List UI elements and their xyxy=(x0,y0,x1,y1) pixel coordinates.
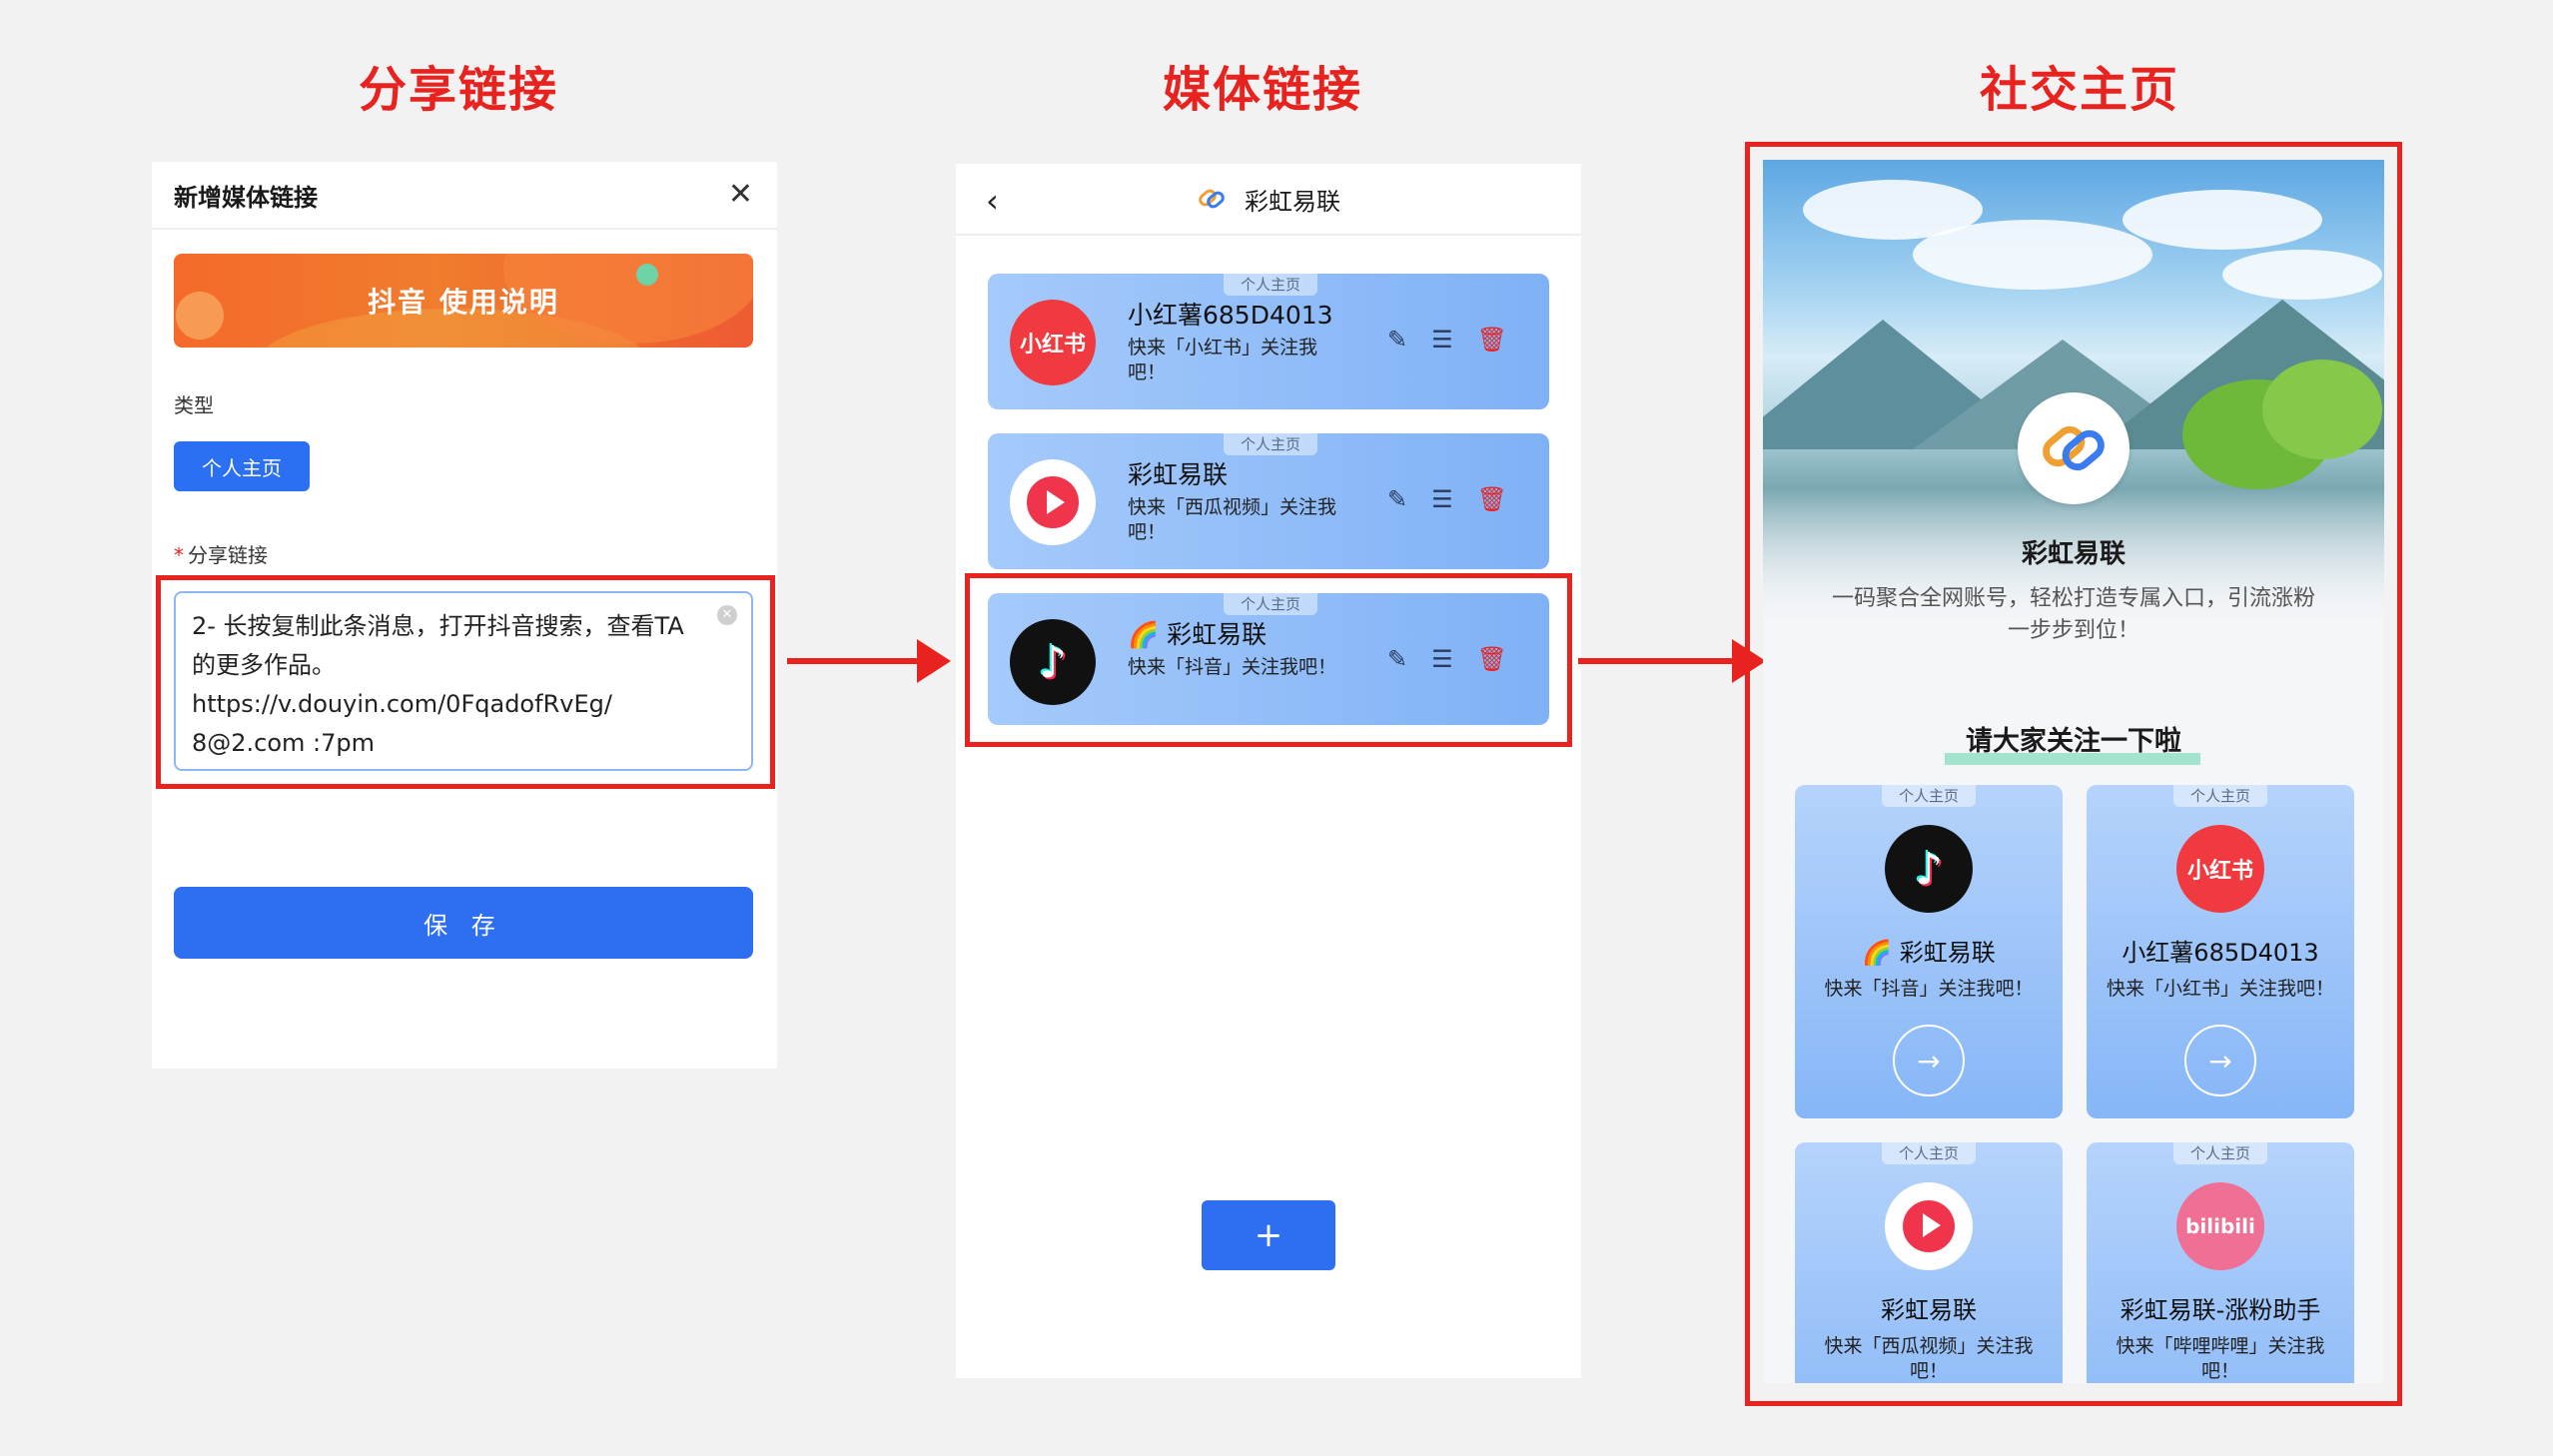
link-card-xigua[interactable]: 个人主页 彩虹易联 快来「西瓜视频」关注我吧！ ✎ ☰ 🗑 xyxy=(988,433,1549,569)
share-link-textarea[interactable]: 2- 长按复制此条消息，打开抖音搜索，查看TA 的更多作品。 https://v… xyxy=(174,591,753,771)
card-desc: 快来「西瓜视频」关注我吧！ xyxy=(1824,1335,2034,1382)
save-button[interactable]: 保 存 xyxy=(174,887,753,959)
bilibili-icon: bilibili xyxy=(2176,1182,2264,1270)
clear-icon[interactable]: ✕ xyxy=(717,605,737,625)
card-tag: 个人主页 xyxy=(2173,785,2267,807)
grid-card-bilibili[interactable]: 个人主页 bilibili 彩虹易联-涨粉助手 快来「哔哩哔哩」关注我吧！ xyxy=(2087,1142,2354,1383)
profile-bio: 一码聚合全网账号，轻松打造专属入口，引流涨粉一步步到位！ xyxy=(1831,586,2315,643)
media-title: 彩虹易联 xyxy=(1245,187,1340,216)
card-name: 🌈 彩虹易联 xyxy=(1128,620,1268,649)
social-homepage-panel: 彩虹易联 一码聚合全网账号，轻松打造专属入口，引流涨粉一步步到位！ 请大家关注一… xyxy=(1763,160,2384,1383)
card-tag: 个人主页 xyxy=(1224,433,1317,455)
edit-icon[interactable]: ✎ xyxy=(1387,645,1408,673)
douyin-icon: ♪ xyxy=(1010,619,1096,705)
arrow-right-icon xyxy=(1578,639,1766,683)
media-links-panel: ‹ 彩虹易联 个人主页 小红书 小红薯685D4013 快来「小红书」关注我吧！… xyxy=(956,164,1581,1378)
drag-handle-icon[interactable]: ☰ xyxy=(1431,485,1453,513)
delete-icon[interactable]: 🗑 xyxy=(1476,485,1508,513)
card-desc: 快来「小红书」关注我吧！ xyxy=(2107,978,2335,1000)
card-tag: 个人主页 xyxy=(1224,593,1317,615)
panel-header: 新增媒体链接 ✕ xyxy=(152,162,777,230)
xigua-video-icon xyxy=(1885,1182,1973,1270)
section-title-share: 分享链接 xyxy=(358,62,558,118)
arrow-right-circle-icon[interactable]: → xyxy=(1893,1025,1965,1096)
section-title-social: 社交主页 xyxy=(1979,62,2179,118)
arrow-right-circle-icon[interactable]: → xyxy=(2184,1025,2256,1096)
grid-card-xiaohongshu[interactable]: 个人主页 小红书 小红薯685D4013 快来「小红书」关注我吧！ → xyxy=(2087,785,2354,1118)
profile-name: 彩虹易联 xyxy=(2021,539,2126,569)
xigua-video-icon xyxy=(1010,459,1096,545)
card-desc: 快来「西瓜视频」关注我吧！ xyxy=(1128,496,1337,543)
card-tag: 个人主页 xyxy=(1882,1142,1976,1164)
delete-icon[interactable]: 🗑 xyxy=(1476,645,1508,673)
card-name: 彩虹易联-涨粉助手 xyxy=(2120,1296,2321,1324)
section-title-media: 媒体链接 xyxy=(1162,62,1362,118)
share-link-label: *分享链接 xyxy=(174,543,268,567)
close-icon[interactable]: ✕ xyxy=(727,177,753,212)
xiaohongshu-icon: 小红书 xyxy=(1010,300,1096,385)
link-logo-icon xyxy=(2043,425,2105,471)
arrow-right-icon xyxy=(787,639,951,683)
delete-icon[interactable]: 🗑 xyxy=(1476,326,1508,354)
card-tag: 个人主页 xyxy=(1224,274,1317,296)
card-tag: 个人主页 xyxy=(2173,1142,2267,1164)
grid-card-douyin[interactable]: 个人主页 ♪ 🌈 彩虹易联 快来「抖音」关注我吧！ → xyxy=(1795,785,2063,1118)
type-label: 类型 xyxy=(174,393,214,417)
type-personal-homepage-button[interactable]: 个人主页 xyxy=(174,441,310,491)
edit-icon[interactable]: ✎ xyxy=(1387,326,1408,354)
card-desc: 快来「抖音」关注我吧！ xyxy=(1824,978,2034,1000)
usage-guide-banner[interactable]: 抖音 使用说明 xyxy=(174,254,753,348)
back-icon[interactable]: ‹ xyxy=(986,182,999,220)
link-card-douyin[interactable]: 个人主页 ♪ 🌈 彩虹易联 快来「抖音」关注我吧！ ✎ ☰ 🗑 xyxy=(988,593,1549,725)
highlight-frame-share xyxy=(156,575,775,789)
card-name: 彩虹易联 xyxy=(1881,1296,1977,1324)
xiaohongshu-icon: 小红书 xyxy=(2176,825,2264,913)
card-desc: 快来「小红书」关注我吧！ xyxy=(1128,337,1318,383)
grid-card-xigua[interactable]: 个人主页 彩虹易联 快来「西瓜视频」关注我吧！ xyxy=(1795,1142,2063,1383)
douyin-icon: ♪ xyxy=(1885,825,1973,913)
card-name: 🌈 彩虹易联 xyxy=(1862,939,1996,967)
card-desc: 快来「抖音」关注我吧！ xyxy=(1128,656,1337,678)
profile-logo xyxy=(2018,392,2129,504)
link-card-xiaohongshu[interactable]: 个人主页 小红书 小红薯685D4013 快来「小红书」关注我吧！ ✎ ☰ 🗑 xyxy=(988,274,1549,409)
link-logo-icon xyxy=(1199,189,1225,209)
drag-handle-icon[interactable]: ☰ xyxy=(1431,326,1453,354)
highlight-frame-douyin xyxy=(965,573,1572,747)
panel-title: 新增媒体链接 xyxy=(174,183,318,212)
card-desc: 快来「哔哩哔哩」关注我吧！ xyxy=(2116,1335,2325,1382)
add-media-link-panel: 新增媒体链接 ✕ 抖音 使用说明 类型 个人主页 *分享链接 2- 长按复制此条… xyxy=(152,162,777,1069)
subtitle-underline xyxy=(1945,753,2200,765)
card-name: 小红薯685D4013 xyxy=(1128,301,1333,330)
highlight-frame-social xyxy=(1745,142,2402,1406)
add-link-button[interactable]: + xyxy=(1202,1200,1335,1270)
drag-handle-icon[interactable]: ☰ xyxy=(1431,645,1453,673)
section-subtitle: 请大家关注一下啦 xyxy=(1966,726,2181,757)
edit-icon[interactable]: ✎ xyxy=(1387,485,1408,513)
card-name: 彩虹易联 xyxy=(1128,460,1229,489)
media-header: ‹ 彩虹易联 xyxy=(956,164,1581,236)
banner-text: 抖音 使用说明 xyxy=(368,286,559,319)
card-name: 小红薯685D4013 xyxy=(2122,939,2319,967)
card-tag: 个人主页 xyxy=(1882,785,1976,807)
